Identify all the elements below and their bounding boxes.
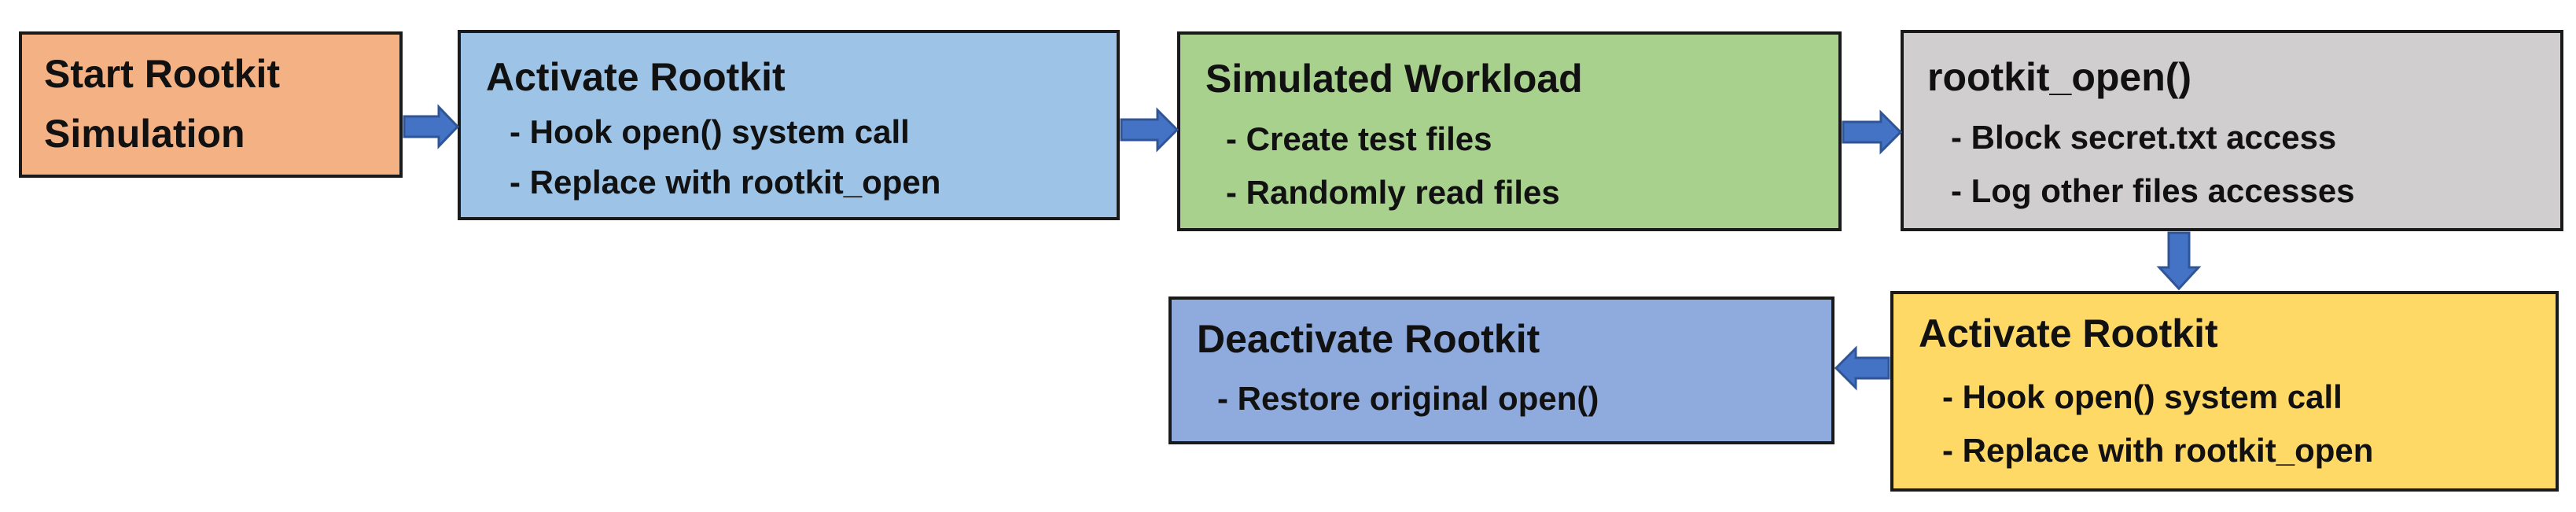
arrow-activate-2-to-deactivate xyxy=(1834,345,1890,391)
arrow-rootkit-open-to-activate-2 xyxy=(2156,231,2202,291)
activate-rootkit-item-1: - Hook open() system call xyxy=(510,113,910,150)
activate-rootkit-item-2: - Replace with rootkit_open xyxy=(510,164,941,201)
start-simulation-box: Start Rootkit Simulation xyxy=(19,31,403,178)
start-box-title-line1: Start Rootkit xyxy=(44,52,280,96)
rootkit-open-item-1: - Block secret.txt access xyxy=(1951,119,2337,156)
activate-rootkit-2-title: Activate Rootkit xyxy=(1919,311,2218,355)
arrow-activate-to-workload xyxy=(1120,107,1179,153)
rootkit-open-title: rootkit_open() xyxy=(1927,55,2192,99)
simulated-workload-title: Simulated Workload xyxy=(1205,57,1583,101)
deactivate-rootkit-box: Deactivate Rootkit - Restore original op… xyxy=(1168,297,1834,444)
deactivate-rootkit-item-1: - Restore original open() xyxy=(1217,380,1599,417)
simulated-workload-item-1: - Create test files xyxy=(1226,120,1492,157)
simulated-workload-box: Simulated Workload - Create test files -… xyxy=(1177,31,1842,231)
arrow-start-to-activate xyxy=(403,104,460,149)
activate-rootkit-box-2: Activate Rootkit - Hook open() system ca… xyxy=(1890,291,2559,492)
activate-rootkit-2-item-2: - Replace with rootkit_open xyxy=(1942,432,2374,469)
activate-rootkit-title: Activate Rootkit xyxy=(486,55,786,99)
rootkit-open-box: rootkit_open() - Block secret.txt access… xyxy=(1901,30,2563,231)
simulated-workload-item-2: - Randomly read files xyxy=(1226,174,1560,211)
deactivate-rootkit-title: Deactivate Rootkit xyxy=(1197,317,1540,361)
activate-rootkit-2-item-1: - Hook open() system call xyxy=(1942,378,2342,415)
activate-rootkit-box: Activate Rootkit - Hook open() system ca… xyxy=(458,30,1120,220)
arrow-workload-to-rootkit-open xyxy=(1842,109,1903,155)
start-box-title-line2: Simulation xyxy=(44,112,245,156)
rootkit-open-item-2: - Log other files accesses xyxy=(1951,172,2355,209)
